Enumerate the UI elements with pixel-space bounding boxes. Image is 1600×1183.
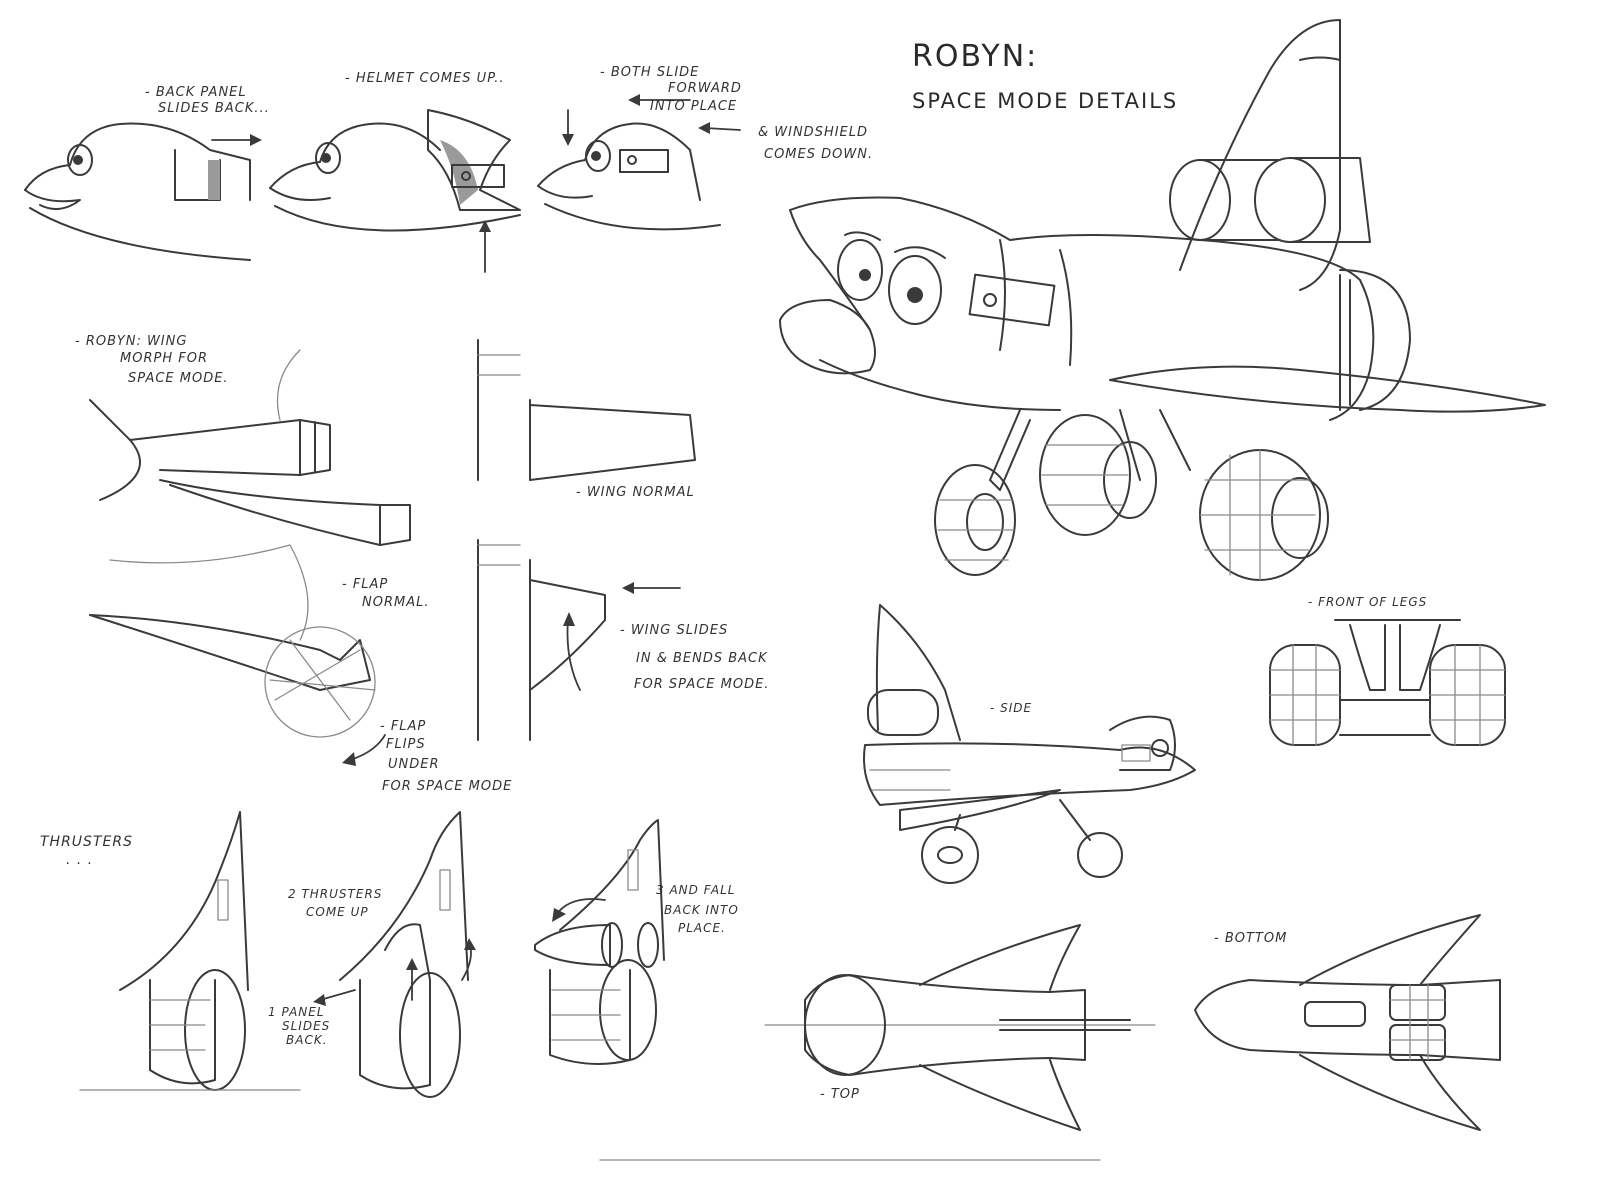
sheet-title: ROBYN: [912,39,1038,74]
svg-text:COMES DOWN.: COMES DOWN. [764,147,873,162]
svg-text:SLIDES BACK...: SLIDES BACK... [158,101,270,116]
thruster-step3-drawing [534,819,665,1065]
bottom-view: - BOTTOM [1194,914,1501,1131]
svg-text:2 THRUSTERS: 2 THRUSTERS [288,887,382,901]
svg-text:THRUSTERS: THRUSTERS [40,834,133,850]
helmet-sequence: - BACK PANEL SLIDES BACK... - HELMET COM… [24,65,873,273]
front-of-legs-view: - FRONT OF LEGS [1269,595,1506,746]
flap-flips-note: - FLAP FLIPS UNDER FOR SPACE MODE [380,719,512,794]
helmet-step1-drawing [24,122,251,261]
svg-text:FOR SPACE MODE.: FOR SPACE MODE. [634,677,769,692]
svg-text:- FLAP: - FLAP [342,577,388,592]
wing-morph-section: - ROBYN: WING MORPH FOR SPACE MODE. - WI… [75,334,769,794]
svg-text:FORWARD: FORWARD [668,81,742,96]
helmet-step3-note: - BOTH SLIDE FORWARD INTO PLACE [600,65,742,114]
svg-text:IN & BENDS BACK: IN & BENDS BACK [636,651,768,666]
wing-slides-note: - WING SLIDES IN & BENDS BACK FOR SPACE … [620,623,769,692]
svg-text:MORPH FOR: MORPH FOR [120,351,208,366]
svg-text:PLACE.: PLACE. [678,921,726,935]
sheet-subtitle: SPACE MODE DETAILS [912,89,1178,113]
helmet-step3-drawing [537,109,721,231]
svg-text:COME UP: COME UP [306,905,369,919]
wing-slides-front [477,539,681,741]
side-view-note: - SIDE [990,701,1032,715]
svg-text:3 AND FALL: 3 AND FALL [656,883,735,897]
helmet-step2-drawing [269,109,521,273]
thruster-step2-note: 2 THRUSTERS COME UP [288,887,382,919]
svg-text:- BOTH SLIDE: - BOTH SLIDE [600,65,699,80]
svg-text:- ROBYN: WING: - ROBYN: WING [75,334,187,349]
top-view: - TOP [764,924,1156,1131]
thrusters-heading: THRUSTERS . . . [40,834,133,868]
helmet-step4-note: & WINDSHIELD COMES DOWN. [758,125,873,162]
thrusters-section: THRUSTERS . . . 2 THRUSTERS COME UP [40,811,739,1098]
bottom-view-note: - BOTTOM [1214,931,1287,946]
front-of-legs-note: - FRONT OF LEGS [1308,595,1427,609]
wing-normal-perspective [89,349,411,546]
thruster-step1-note: 1 PANEL SLIDES BACK. [268,1005,330,1047]
flap-normal-note: - FLAP NORMAL. [342,577,429,610]
svg-text:BACK INTO: BACK INTO [664,903,739,917]
helmet-step2-note: - HELMET COMES UP.. [345,71,505,86]
svg-text:NORMAL.: NORMAL. [362,595,429,610]
wing-normal-note: - WING NORMAL [576,485,695,500]
top-view-note: - TOP [820,1087,860,1102]
svg-text:FLIPS: FLIPS [386,737,426,752]
svg-text:UNDER: UNDER [388,757,440,772]
helmet-step1-note: - BACK PANEL SLIDES BACK... [145,85,270,116]
svg-text:& WINDSHIELD: & WINDSHIELD [758,125,868,140]
side-view: - SIDE [863,604,1196,884]
svg-text:INTO PLACE: INTO PLACE [650,99,737,114]
flap-perspective [89,544,386,766]
thruster-step2-drawing [313,811,476,1098]
wing-normal-front [477,339,696,481]
robyn-main-drawing [779,19,1546,581]
svg-text:. . .: . . . [66,852,93,868]
svg-text:- FLAP: - FLAP [380,719,426,734]
sheet-title-group: ROBYN: SPACE MODE DETAILS [912,39,1178,113]
svg-text:- WING SLIDES: - WING SLIDES [620,623,728,638]
thruster-step1-drawing [79,811,301,1091]
thruster-step3-note: 3 AND FALL BACK INTO PLACE. [656,883,739,935]
svg-text:- BACK PANEL: - BACK PANEL [145,85,247,100]
svg-text:FOR SPACE MODE: FOR SPACE MODE [382,779,512,794]
svg-text:BACK.: BACK. [286,1033,328,1047]
svg-text:SLIDES: SLIDES [282,1019,330,1033]
svg-text:1 PANEL: 1 PANEL [268,1005,325,1019]
svg-text:SPACE MODE.: SPACE MODE. [128,371,229,386]
wing-morph-heading: - ROBYN: WING MORPH FOR SPACE MODE. [75,334,229,386]
